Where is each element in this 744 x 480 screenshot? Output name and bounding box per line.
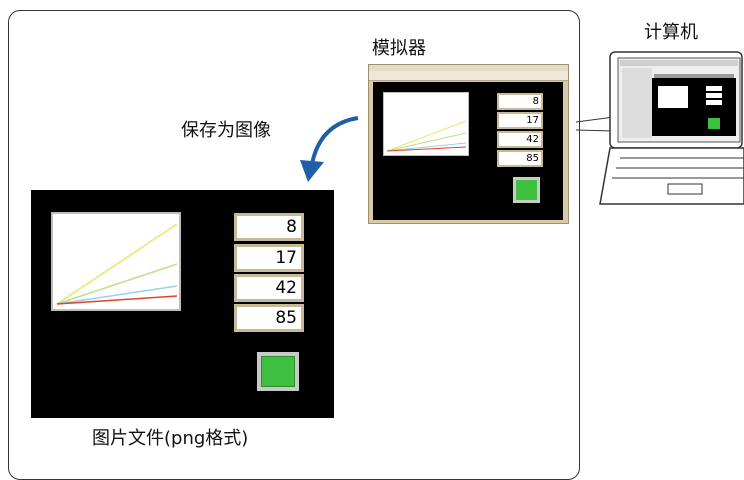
simulator-menu-bar (369, 71, 568, 81)
simulator-title-bar (369, 65, 568, 71)
sim-line-graph-panel (383, 92, 469, 156)
laptop-icon (576, 51, 744, 205)
green-button (257, 352, 299, 391)
sim-value-display-1: 8 (497, 93, 543, 110)
value-display-2: 17 (234, 244, 304, 272)
simulator-label: 模拟器 (372, 38, 426, 59)
simulator-screen: 8 17 42 85 (373, 82, 563, 220)
line-graph-panel (51, 212, 181, 311)
sim-value-display-2: 17 (497, 112, 543, 129)
image-file-label: 图片文件(png格式) (92, 428, 249, 449)
value-display-3: 42 (234, 274, 304, 302)
value-display-1: 8 (234, 213, 304, 241)
save-arrow-icon (300, 116, 359, 182)
exported-image: 8 17 42 85 (31, 190, 334, 418)
computer-label: 计算机 (644, 22, 698, 43)
line-graph-lines (56, 223, 178, 305)
sim-value-display-3: 42 (497, 131, 543, 148)
simulator-window: 8 17 42 85 (368, 64, 569, 224)
sim-green-button (513, 177, 540, 203)
sim-line-graph-lines (386, 120, 467, 152)
value-display-4: 85 (234, 304, 304, 332)
save-as-image-label: 保存为图像 (181, 120, 271, 141)
sim-value-display-4: 85 (497, 150, 543, 167)
